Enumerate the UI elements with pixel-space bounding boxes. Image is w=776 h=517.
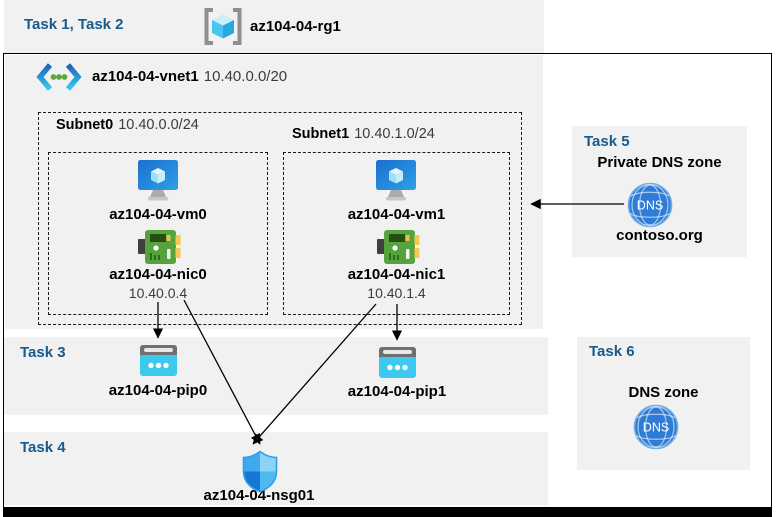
task3-band xyxy=(4,337,548,415)
dns-icon: DNS xyxy=(627,182,673,228)
task4-label: Task 4 xyxy=(20,439,66,456)
virtual-network-icon xyxy=(36,63,82,91)
nic0-ip: 10.40.0.4 xyxy=(128,285,188,301)
resource-group-label: az104-04-rg1 xyxy=(250,18,341,35)
dns-icon: DNS xyxy=(633,404,679,450)
subnet1-name: Subnet1 xyxy=(292,126,350,142)
vm0-label: az104-04-vm0 xyxy=(109,206,207,223)
pip0-label: az104-04-pip0 xyxy=(108,382,208,399)
diagram-frame xyxy=(3,53,772,517)
private-dns-zone-name: contoso.org xyxy=(616,227,703,244)
subnet1-cidr: 10.40.1.0/24 xyxy=(354,126,435,142)
subnet0-name: Subnet0 xyxy=(56,117,114,133)
private-dns-zone-title: Private DNS zone xyxy=(597,154,722,171)
subnet0-cidr: 10.40.0.0/24 xyxy=(118,117,199,133)
network-interface-icon xyxy=(138,230,181,264)
dns-zone-title: DNS zone xyxy=(628,384,699,401)
nic1-label: az104-04-nic1 xyxy=(347,266,446,283)
nsg-label: az104-04-nsg01 xyxy=(203,487,315,504)
svg-text:DNS: DNS xyxy=(637,199,663,213)
task6-label: Task 6 xyxy=(589,343,635,360)
public-ip-icon xyxy=(140,345,177,376)
public-ip-icon xyxy=(379,347,416,378)
nic0-label: az104-04-nic0 xyxy=(109,266,207,283)
vm1-label: az104-04-vm1 xyxy=(347,206,446,223)
vnet-region xyxy=(5,55,543,329)
network-security-group-icon xyxy=(242,450,278,493)
vnet-cidr: 10.40.0.0/20 xyxy=(203,68,288,85)
task3-label: Task 3 xyxy=(20,344,66,361)
network-interface-icon xyxy=(377,230,420,264)
svg-text:DNS: DNS xyxy=(643,421,669,435)
pip1-label: az104-04-pip1 xyxy=(347,383,447,400)
task5-label: Task 5 xyxy=(584,133,630,150)
task1-task2-label: Task 1, Task 2 xyxy=(24,16,124,33)
virtual-machine-icon xyxy=(376,160,416,201)
vnet-name: az104-04-vnet1 xyxy=(92,68,199,85)
virtual-machine-icon xyxy=(138,160,178,201)
nic1-ip: 10.40.1.4 xyxy=(367,285,426,301)
task1-task2-band: Task 1, Task 2 xyxy=(4,0,544,53)
resource-group-icon xyxy=(204,8,242,45)
